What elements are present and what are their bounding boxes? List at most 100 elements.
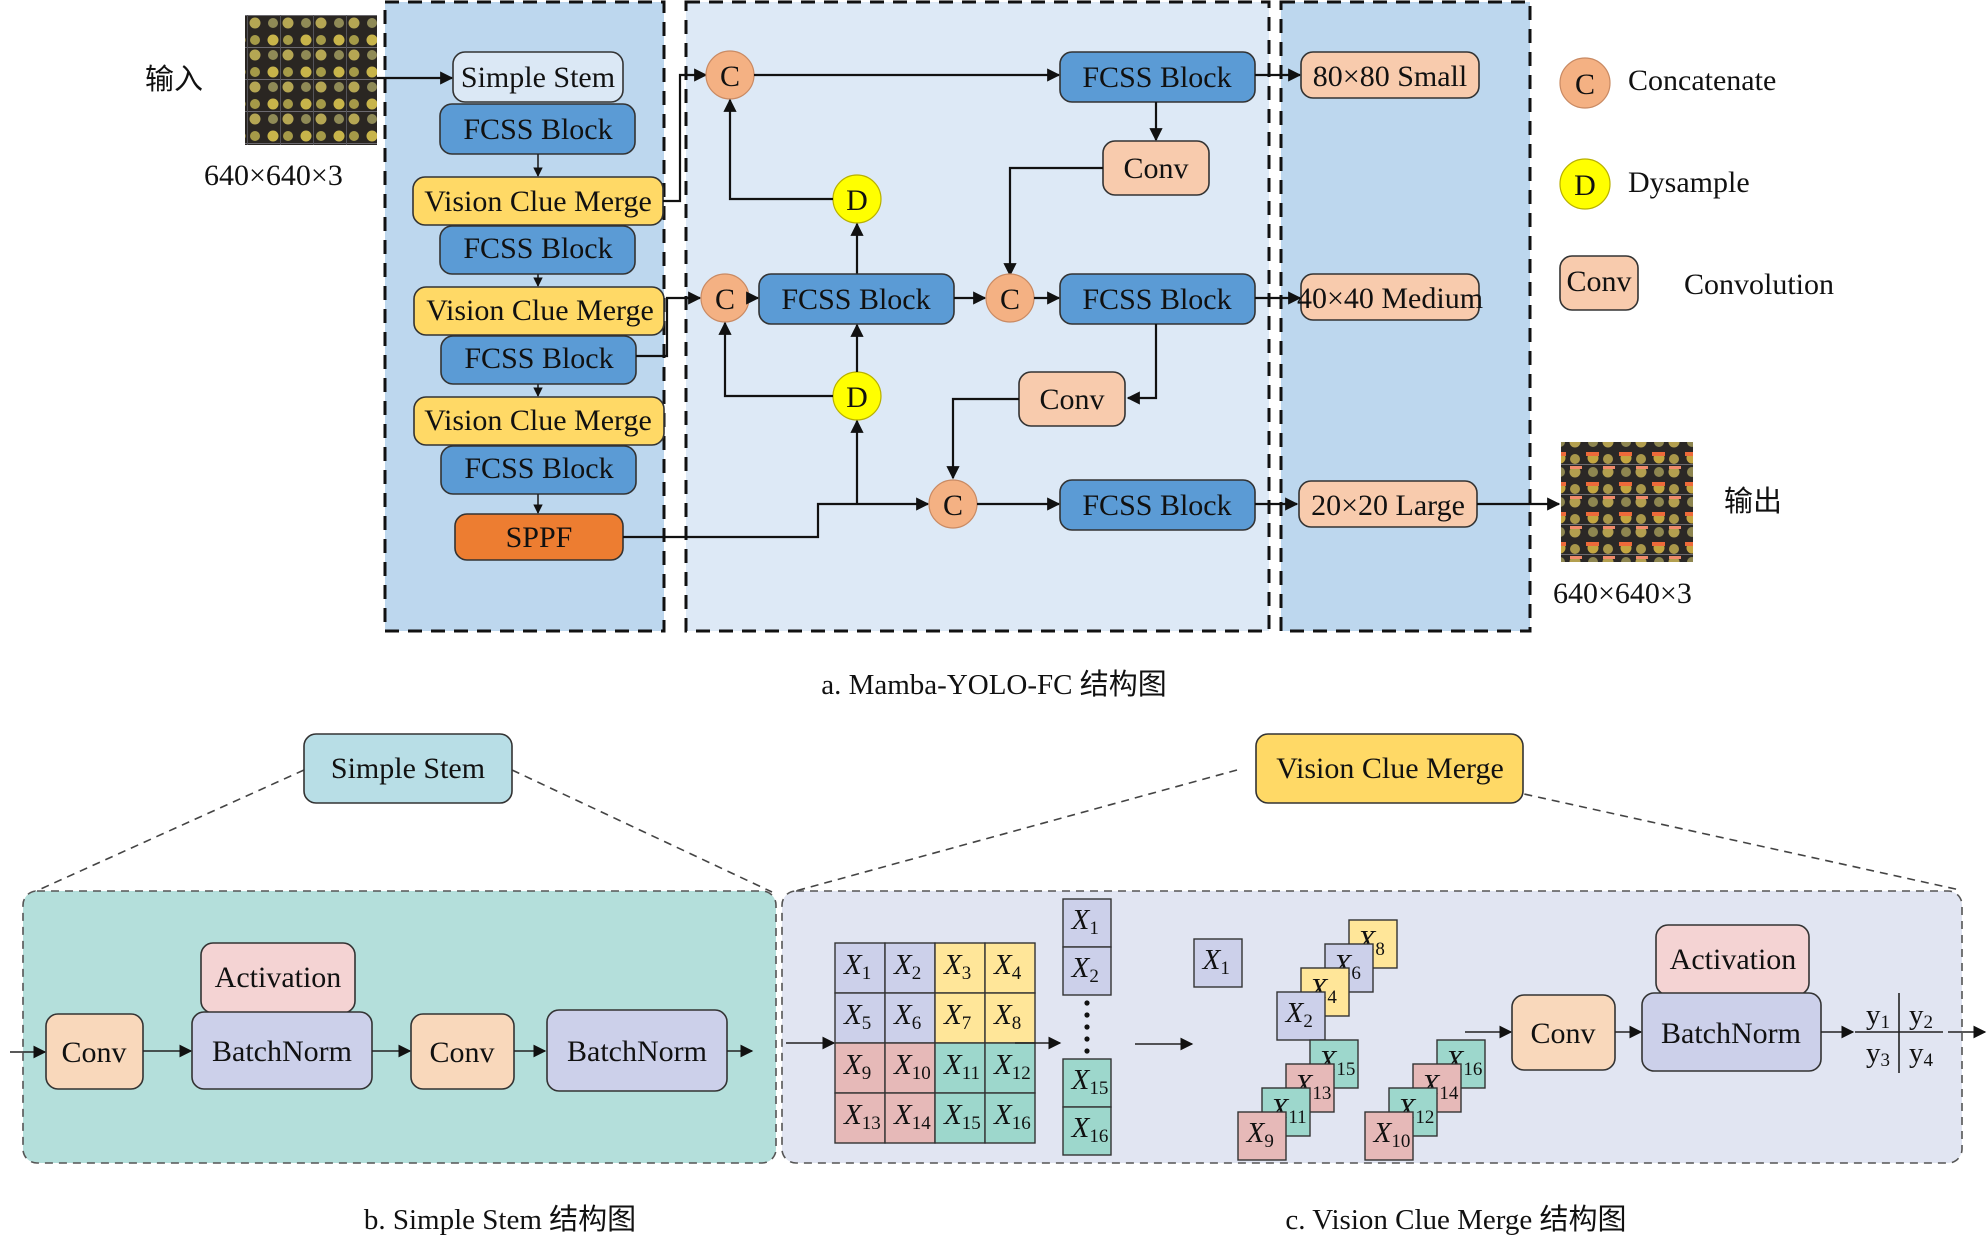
grid-cell-16: X16 [984, 1092, 1036, 1144]
ellipsis-dot [1084, 1048, 1090, 1054]
stem-activation: Activation [200, 942, 356, 1014]
backbone-simple-stem: Simple Stem [452, 51, 624, 103]
grid-cell-14: X14 [884, 1092, 936, 1144]
svg-text:X9: X9 [843, 1049, 871, 1084]
group-bl-cell-9: X9 [1237, 1111, 1287, 1161]
concat-node-mid-right: C [985, 273, 1035, 323]
output-image [1561, 442, 1693, 562]
svg-text:C: C [715, 283, 735, 316]
svg-text:D: D [846, 184, 868, 217]
vcm-batchnorm: BatchNorm [1641, 992, 1822, 1072]
stem-batchnorm-2: BatchNorm [546, 1009, 728, 1092]
svg-text:FCSS Block: FCSS Block [463, 113, 612, 146]
column-cell-15: X15 [1062, 1058, 1112, 1108]
svg-text:X2: X2 [893, 949, 921, 984]
grid-cell-11: X11 [934, 1042, 986, 1094]
ellipsis-dot [1084, 1036, 1090, 1042]
neck-fcss-block-mid-left: FCSS Block [758, 273, 955, 325]
grid-cell-12: X12 [984, 1042, 1036, 1094]
grid-cell-10: X10 [884, 1042, 936, 1094]
single-cell-1: X1 [1193, 938, 1243, 988]
legend-dysample: D Dysample [1559, 158, 1750, 210]
concat-node-bottom: C [928, 479, 978, 529]
grid-cell-13: X13 [834, 1092, 886, 1144]
svg-text:X4: X4 [993, 949, 1022, 984]
neck-fcss-block-top: FCSS Block [1059, 51, 1256, 103]
vcm-conv: Conv [1511, 994, 1616, 1071]
backbone-fcss-block-1: FCSS Block [439, 103, 636, 155]
svg-text:FCSS Block: FCSS Block [463, 232, 612, 265]
svg-text:FCSS Block: FCSS Block [781, 283, 930, 316]
column-cell-16: X16 [1062, 1106, 1112, 1156]
backbone-fcss-block-3: FCSS Block [440, 335, 637, 385]
svg-text:BatchNorm: BatchNorm [1661, 1017, 1801, 1050]
grid-cell-4: X4 [984, 942, 1036, 994]
backbone-sppf: SPPF [454, 513, 624, 561]
svg-text:X15: X15 [943, 1099, 981, 1134]
svg-text:Activation: Activation [215, 961, 342, 994]
svg-text:Vision Clue Merge: Vision Clue Merge [1276, 752, 1504, 785]
svg-text:X1: X1 [1202, 944, 1230, 979]
neck-conv-top: Conv [1102, 140, 1210, 196]
svg-text:X12: X12 [993, 1049, 1031, 1084]
svg-text:X16: X16 [993, 1099, 1031, 1134]
caption-b: b. Simple Stem 结构图 [364, 1203, 636, 1236]
svg-text:X2: X2 [1285, 997, 1313, 1032]
simple-stem-header: Simple Stem [303, 733, 513, 804]
svg-text:FCSS Block: FCSS Block [464, 452, 613, 485]
group-top-cell-2: X2 [1276, 991, 1326, 1041]
svg-text:BatchNorm: BatchNorm [212, 1035, 352, 1068]
dysample-node-bottom: D [832, 371, 882, 421]
svg-text:X10: X10 [1373, 1117, 1411, 1152]
svg-text:SPPF: SPPF [506, 521, 573, 554]
concat-node-top: C [705, 50, 755, 100]
svg-text:C: C [720, 60, 740, 93]
neck-conv-bottom: Conv [1018, 371, 1126, 427]
svg-text:C: C [943, 489, 963, 522]
svg-text:Conv: Conv [1566, 265, 1631, 298]
svg-text:y1: y1 [1866, 999, 1890, 1033]
svg-text:D: D [846, 381, 868, 414]
grid-cell-15: X15 [934, 1092, 986, 1144]
vcm-output-quadrants: y1 y2 y3 y4 [1855, 993, 1943, 1073]
svg-text:X2: X2 [1071, 952, 1099, 987]
output-label: 输出 [1724, 485, 1782, 518]
svg-text:X3: X3 [943, 949, 971, 984]
grid-cell-5: X5 [834, 992, 886, 1044]
stem-conv-1: Conv [45, 1013, 144, 1090]
column-cell-2: X2 [1062, 946, 1112, 996]
head-large: 20×20 Large [1298, 480, 1478, 528]
svg-text:FCSS Block: FCSS Block [1082, 61, 1231, 94]
caption-a: a. Mamba-YOLO-FC 结构图 [821, 668, 1167, 701]
svg-text:Conv: Conv [1123, 152, 1188, 185]
svg-text:X7: X7 [943, 999, 971, 1034]
svg-text:X13: X13 [843, 1099, 881, 1134]
stem-conv-2: Conv [410, 1013, 515, 1090]
group-br-cell-10: X10 [1364, 1111, 1414, 1161]
grid-cell-8: X8 [984, 992, 1036, 1044]
backbone-vision-clue-merge-3: Vision Clue Merge [413, 396, 665, 446]
stem-batchnorm-1: BatchNorm [191, 1011, 373, 1090]
svg-text:X15: X15 [1071, 1064, 1109, 1099]
svg-text:C: C [1000, 283, 1020, 316]
svg-text:20×20 Large: 20×20 Large [1311, 489, 1465, 522]
svg-text:X6: X6 [893, 999, 921, 1034]
dysample-node-top: D [832, 174, 882, 224]
input-label: 输入 [145, 63, 203, 96]
svg-text:Activation: Activation [1670, 943, 1797, 976]
backbone-vision-clue-merge-1: Vision Clue Merge [412, 176, 664, 226]
grid-cell-3: X3 [934, 942, 986, 994]
vcm-activation: Activation [1655, 924, 1810, 996]
neck-fcss-block-mid-right: FCSS Block [1059, 273, 1256, 325]
svg-text:X14: X14 [893, 1099, 931, 1134]
grid-cell-6: X6 [884, 992, 936, 1044]
svg-text:Conv: Conv [1530, 1017, 1595, 1050]
svg-text:Concatenate: Concatenate [1628, 64, 1776, 97]
svg-text:Simple Stem: Simple Stem [331, 752, 485, 785]
column-cell-1: X1 [1062, 898, 1112, 948]
svg-text:Conv: Conv [429, 1036, 494, 1069]
svg-text:X8: X8 [993, 999, 1021, 1034]
svg-text:Vision Clue Merge: Vision Clue Merge [426, 294, 654, 327]
svg-text:Vision Clue Merge: Vision Clue Merge [424, 185, 652, 218]
